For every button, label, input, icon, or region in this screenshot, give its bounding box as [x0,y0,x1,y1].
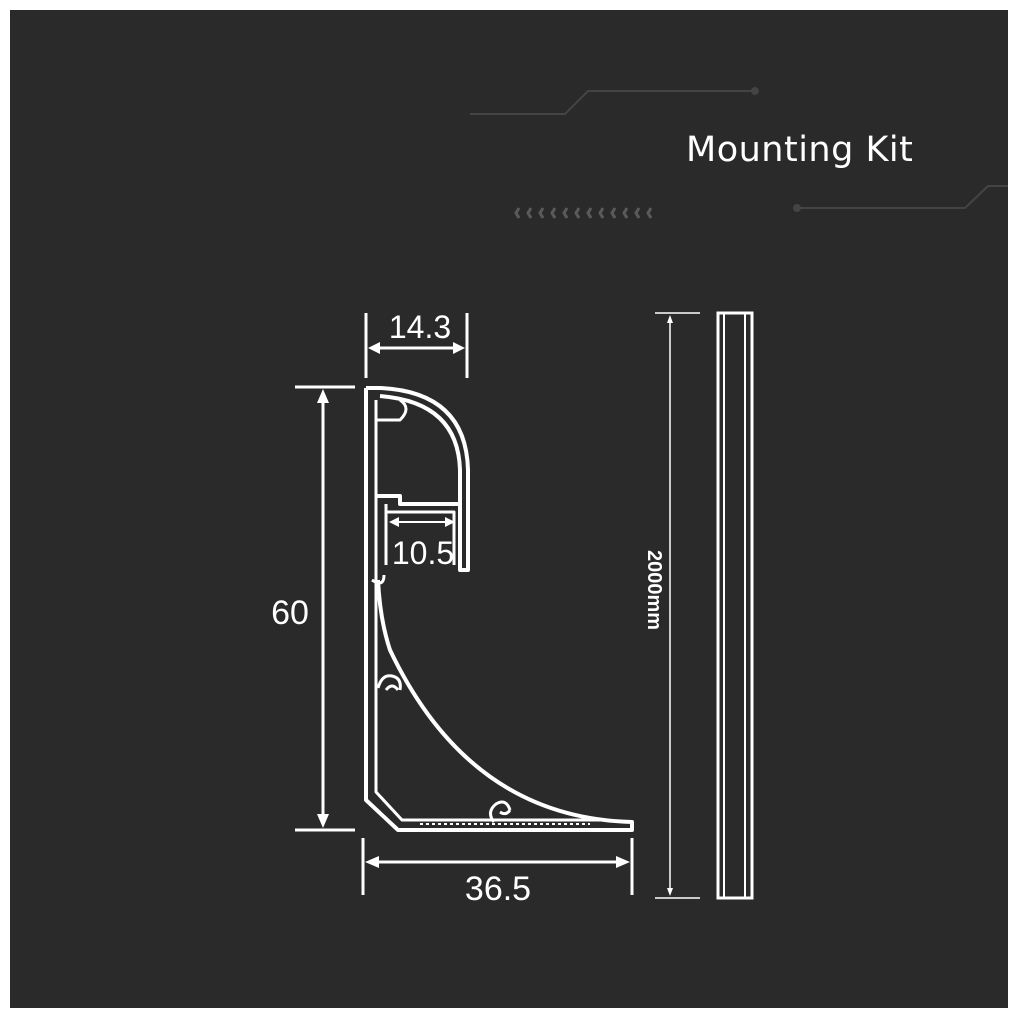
diagram-canvas: 14.3 60 36.5 10.5 2000mm Mounting Kit [10,10,1008,1008]
chevron-decor [514,207,653,219]
profile-drawing: 14.3 60 36.5 10.5 2000mm [271,87,1008,908]
dimension-lines [295,312,700,899]
profile-cross-section [364,386,634,832]
profile-side-view [716,311,754,900]
dim-length: 2000mm [643,550,665,630]
page-title: Mounting Kit [686,130,914,170]
dim-top-width: 14.3 [389,309,451,345]
dim-channel-width: 10.5 [392,535,454,571]
decorative-lines [470,87,1008,212]
dim-base-width: 36.5 [465,870,531,908]
dim-height: 60 [271,594,309,632]
